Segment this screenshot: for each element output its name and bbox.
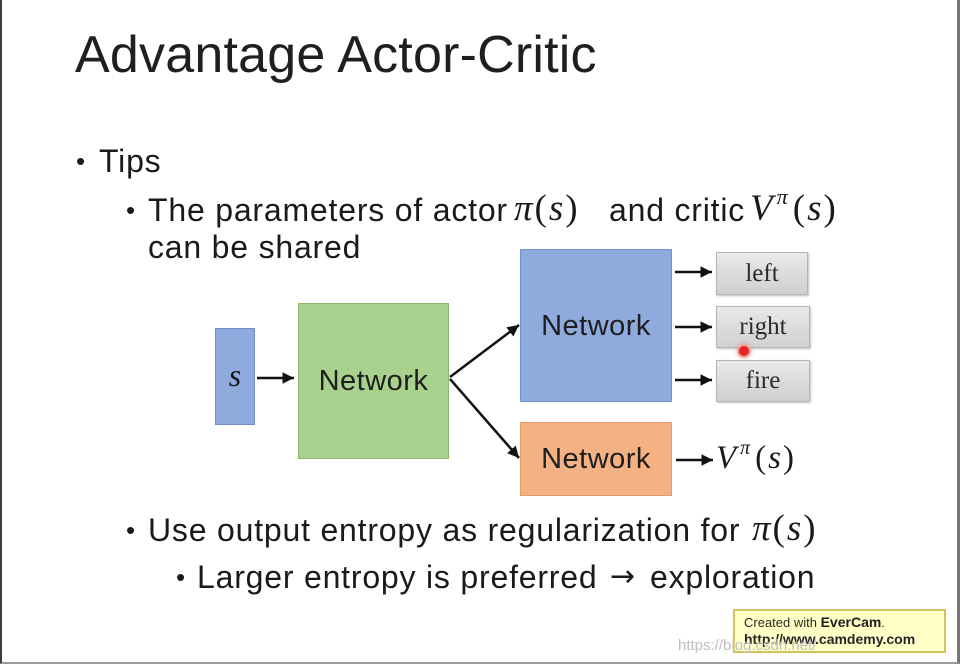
math-base: V: [716, 440, 739, 476]
math-lparen: (: [755, 440, 769, 476]
action-label: fire: [745, 367, 781, 394]
action-label: left: [745, 259, 779, 287]
input-state-label: s: [228, 356, 242, 393]
math-base: π: [752, 508, 773, 549]
bullet-marker-larger-entropy: •: [176, 562, 186, 592]
math-superscript: π: [740, 437, 753, 460]
laser-pointer-dot: [739, 346, 749, 356]
math-lparen: (: [772, 508, 787, 549]
input-state-box: s: [215, 328, 255, 425]
math-rparen: ): [565, 188, 580, 229]
actor-network-box: Network: [520, 249, 672, 402]
evercam-watermark: Created with EverCam. http://www.camdemy…: [733, 609, 946, 653]
math-variable: s: [548, 188, 566, 229]
math-lparen: (: [534, 188, 549, 229]
slide-title: Advantage Actor-Critic: [75, 26, 597, 84]
math-base: π: [514, 188, 535, 229]
bullet-marker-shared: •: [126, 195, 136, 225]
bullet-tips: Tips: [99, 143, 162, 179]
action-box-right: right: [716, 306, 810, 348]
math-variable: s: [768, 440, 783, 476]
bullet-shared-text-line2: can be shared: [148, 229, 362, 265]
evercam-watermark-url: http://www.camdemy.com: [744, 631, 916, 647]
math-variable: s: [786, 508, 804, 549]
watermark-prefix: Created with: [744, 615, 821, 630]
bullet-larger-entropy-text-before: Larger entropy is preferred: [197, 559, 598, 595]
action-label: right: [739, 313, 787, 340]
critic-network-box: Network: [520, 422, 672, 496]
shared-network-label: Network: [318, 365, 429, 397]
math-base: V: [750, 188, 775, 229]
right-arrow-icon: →: [610, 559, 636, 594]
evercam-watermark-line1: Created with EverCam.: [744, 614, 944, 631]
arrow-shared-to-critic: [449, 378, 520, 459]
actor-policy-expression: π(s): [514, 188, 580, 229]
math-superscript: π: [776, 184, 790, 210]
math-rparen: ): [803, 508, 818, 549]
math-rparen: ): [823, 188, 838, 229]
bullet-shared-text-before: The parameters of actor: [148, 192, 508, 228]
bullet-marker-entropy: •: [126, 515, 136, 545]
watermark-brand: EverCam: [820, 614, 882, 630]
math-variable: s: [807, 188, 824, 229]
math-lparen: (: [792, 188, 808, 229]
action-box-left: left: [716, 252, 808, 295]
critic-value-expression: Vπ(s): [750, 186, 838, 229]
bullet-entropy-text: Use output entropy as regularization for: [148, 512, 741, 548]
shared-network-box: Network: [298, 303, 449, 459]
bullet-larger-entropy-text-after: exploration: [650, 559, 816, 595]
bullet-marker-tips: •: [76, 146, 86, 176]
math-rparen: ): [782, 440, 796, 476]
bullet-shared-text-middle: and critic: [609, 192, 746, 228]
actor-network-label: Network: [541, 309, 651, 342]
entropy-policy-expression: π(s): [752, 508, 818, 549]
action-box-fire: fire: [716, 360, 810, 402]
watermark-suffix: .: [881, 615, 885, 630]
arrow-shared-to-actor: [449, 324, 520, 378]
csdn-watermark: https://blog.csdn.net/: [678, 637, 817, 654]
critic-network-label: Network: [541, 443, 651, 475]
